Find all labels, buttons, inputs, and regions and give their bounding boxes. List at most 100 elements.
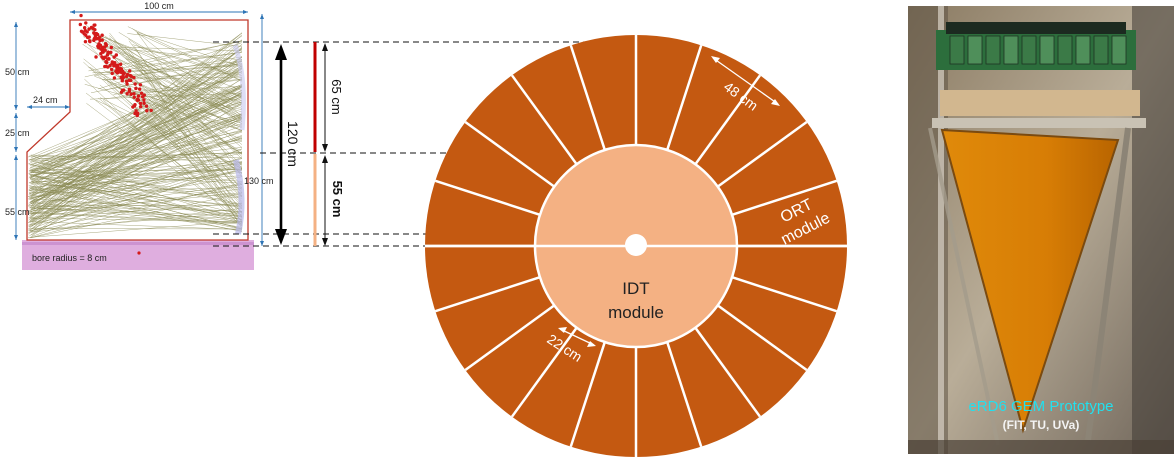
hit-marker	[105, 60, 109, 65]
hit-marker	[142, 93, 147, 97]
track-line	[83, 58, 243, 188]
track-line	[113, 39, 243, 125]
hit-marker	[96, 44, 100, 48]
bore-marker	[137, 251, 141, 255]
track-line	[127, 100, 243, 196]
track-line	[106, 72, 243, 80]
track-line	[29, 168, 243, 224]
track-line	[29, 93, 243, 172]
hit-marker	[135, 97, 140, 102]
hit-marker	[110, 60, 114, 64]
hit-marker	[91, 26, 95, 31]
sector-divider	[731, 179, 838, 216]
track-line	[118, 32, 243, 107]
hit-marker	[109, 67, 114, 72]
hit-marker	[114, 53, 119, 57]
track-line	[104, 63, 243, 91]
sector-divider	[569, 44, 606, 151]
track-line	[128, 40, 243, 191]
track-line	[132, 44, 243, 77]
track-line	[101, 59, 243, 207]
track-line	[31, 130, 243, 173]
track-line	[29, 182, 243, 239]
track-line	[113, 78, 243, 95]
hit-marker	[149, 108, 153, 113]
hit-marker	[107, 57, 111, 61]
hit-marker	[129, 78, 133, 83]
hit-marker	[114, 64, 119, 69]
track-line	[29, 130, 243, 211]
track-line	[30, 207, 243, 217]
track-line	[132, 28, 243, 117]
track-line	[28, 94, 243, 179]
track-line	[30, 193, 243, 239]
hit-marker	[133, 82, 137, 86]
track-line	[90, 28, 243, 157]
track-line	[85, 24, 243, 148]
track-line	[97, 46, 243, 61]
dim-24cm: 24 cm	[33, 95, 58, 105]
track-line	[30, 212, 243, 225]
hit-marker	[100, 49, 105, 53]
track-line	[30, 160, 243, 206]
hit-marker	[78, 22, 83, 27]
hit-marker	[95, 36, 99, 41]
sector-divider	[464, 120, 556, 188]
sector-divider	[434, 179, 541, 216]
ort-width-arrow	[712, 57, 779, 105]
track-line	[29, 187, 243, 232]
track-line	[129, 49, 243, 218]
hit-marker	[100, 33, 104, 37]
hit-marker	[109, 45, 114, 50]
track-line	[30, 48, 243, 196]
hit-marker	[100, 38, 104, 42]
dim-25cm: 25 cm	[5, 128, 30, 138]
label-65cm: 65 cm	[329, 79, 344, 114]
track-line	[137, 32, 243, 68]
gem-foil	[942, 130, 1118, 430]
track-line	[86, 103, 243, 221]
readout-card	[1093, 35, 1109, 65]
hit-marker	[134, 109, 138, 113]
hit-marker	[139, 91, 144, 95]
sector-divider	[666, 341, 703, 448]
hit-marker	[118, 66, 122, 71]
track-line	[134, 51, 243, 67]
hit-marker	[133, 102, 137, 107]
sector-divider	[694, 326, 762, 418]
hit-marker	[100, 45, 105, 50]
hit-marker	[132, 92, 136, 96]
hit-marker	[145, 109, 149, 113]
track-line	[28, 217, 243, 222]
disk-layout: IDT module ORT module 48 cm 22 cm	[425, 35, 847, 457]
track-line	[31, 86, 243, 227]
track-line	[29, 101, 243, 183]
track-line	[90, 39, 243, 155]
track-line	[127, 33, 243, 47]
track-line	[31, 180, 243, 199]
track-line	[31, 208, 243, 233]
track-line	[94, 76, 243, 131]
hit-marker	[138, 83, 143, 87]
hit-marker	[114, 69, 118, 74]
idt-module-label-line2: module	[608, 303, 664, 322]
readout-card	[1039, 35, 1055, 65]
hit-marker	[129, 74, 133, 79]
hit-marker	[93, 23, 97, 27]
sector-divider	[434, 276, 541, 313]
track-line	[31, 205, 243, 212]
track-line	[29, 91, 243, 222]
track-line	[109, 37, 243, 166]
track-line	[136, 31, 243, 177]
hit-marker	[120, 69, 125, 73]
hit-marker	[132, 75, 136, 80]
hit-marker	[112, 76, 117, 80]
hit-marker	[125, 82, 129, 86]
hit-markers	[78, 13, 153, 118]
track-line	[110, 48, 243, 98]
hit-marker	[83, 28, 87, 33]
track-line	[31, 94, 243, 184]
track-line	[105, 50, 243, 186]
hit-marker	[94, 55, 98, 59]
